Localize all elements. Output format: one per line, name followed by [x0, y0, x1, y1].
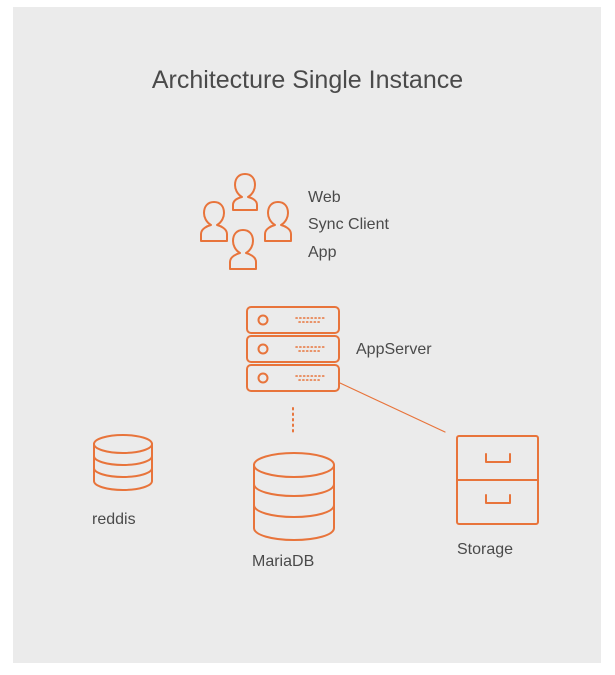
mariadb-database-icon	[253, 452, 335, 541]
reddis-database-icon	[93, 434, 153, 491]
server-rack-icon	[246, 306, 340, 392]
filing-cabinet-icon	[456, 435, 539, 525]
mariadb-label: MariaDB	[252, 553, 315, 570]
appserver-label: AppServer	[356, 341, 432, 358]
storage-label: Storage	[457, 541, 514, 558]
client-label-app: App	[308, 244, 337, 261]
client-label-web: Web	[308, 189, 341, 206]
client-label-sync-client: Sync Client	[308, 216, 389, 233]
appserver-storage-connector	[339, 382, 446, 433]
reddis-label: reddis	[92, 511, 136, 528]
users-group-icon	[200, 173, 292, 270]
diagram-title: Architecture Single Instance	[151, 66, 464, 94]
